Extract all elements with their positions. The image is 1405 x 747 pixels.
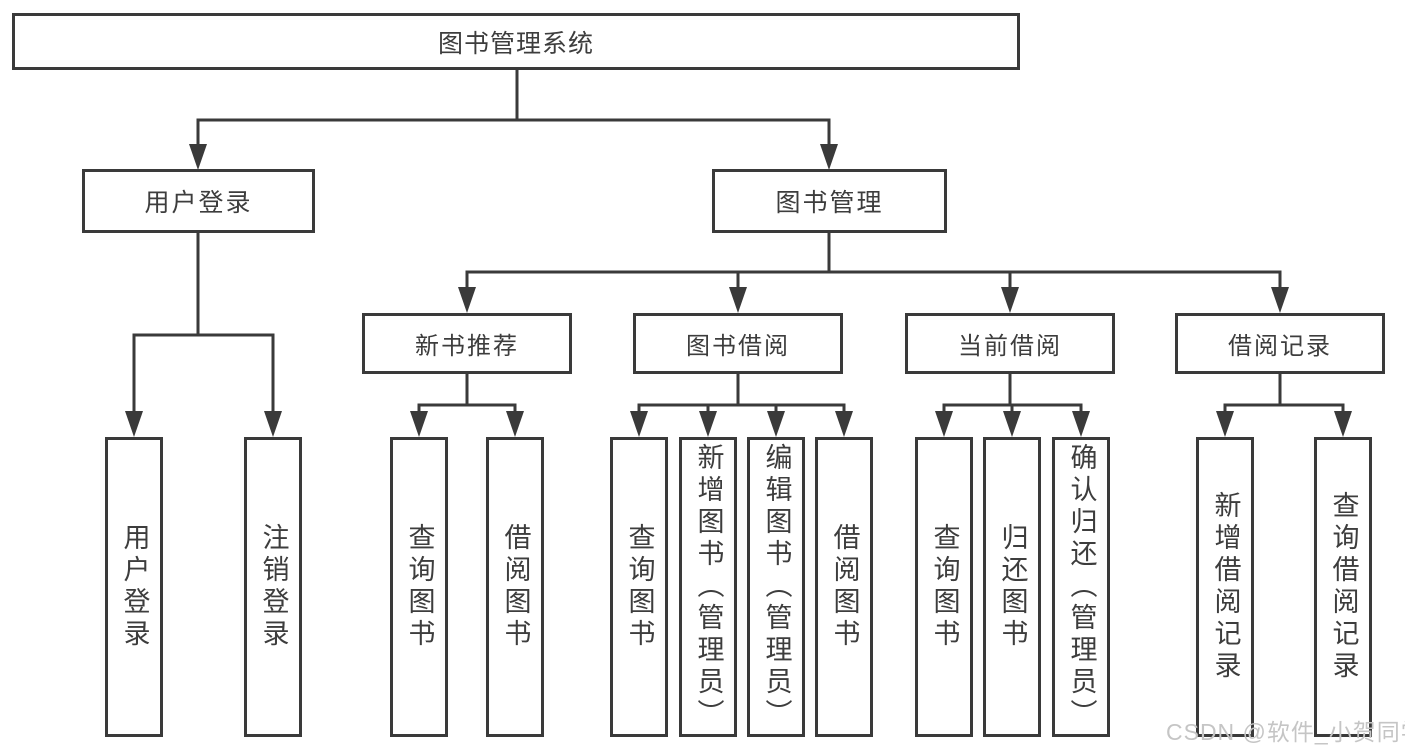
node-label: 编辑图书（管理员） (761, 443, 792, 731)
node-label: 图书管理系统 (437, 29, 594, 58)
node-rec-query-books: 查询图书 (390, 437, 448, 737)
node-current-query-books: 查询图书 (915, 437, 973, 737)
node-label: 归还图书 (997, 523, 1028, 651)
node-current-return-books: 归还图书 (983, 437, 1041, 737)
node-label: 新增借阅记录 (1210, 491, 1241, 683)
node-book-management-system: 图书管理系统 (12, 13, 1020, 70)
node-records-add-borrow-record: 新增借阅记录 (1196, 437, 1254, 737)
node-book-management: 图书管理 (712, 169, 947, 233)
node-label: 借阅记录 (1228, 333, 1332, 360)
node-current-confirm-return-admin: 确认归还（管理员） (1052, 437, 1110, 737)
node-label: 新增图书（管理员） (693, 443, 724, 731)
node-user-login: 用户登录 (82, 169, 315, 233)
node-label: 借阅图书 (500, 523, 531, 651)
node-label: 用户登录 (119, 523, 150, 651)
node-borrow-add-books-admin: 新增图书（管理员） (679, 437, 737, 737)
node-label: 新书推荐 (415, 333, 519, 360)
node-current-borrowing: 当前借阅 (905, 313, 1115, 374)
node-label: 确认归还（管理员） (1066, 443, 1097, 731)
arrowheads (125, 144, 1352, 437)
node-borrow-edit-books-admin: 编辑图书（管理员） (747, 437, 805, 737)
node-label: 借阅图书 (829, 523, 860, 651)
node-borrow-borrow-books: 借阅图书 (815, 437, 873, 737)
node-label: 图书管理 (775, 189, 884, 217)
node-book-borrowing: 图书借阅 (633, 313, 843, 374)
node-label: 查询图书 (929, 523, 960, 651)
node-borrowing-records: 借阅记录 (1175, 313, 1385, 374)
node-label: 查询图书 (404, 523, 435, 651)
node-label: 用户登录 (144, 189, 253, 217)
node-records-query-borrow-record: 查询借阅记录 (1314, 437, 1372, 737)
node-new-book-recommend: 新书推荐 (362, 313, 572, 374)
node-label: 图书借阅 (686, 333, 790, 360)
node-user-login-action: 用户登录 (105, 437, 163, 737)
node-label: 查询图书 (624, 523, 655, 651)
node-logout-action: 注销登录 (244, 437, 302, 737)
node-borrow-query-books: 查询图书 (610, 437, 668, 737)
node-label: 当前借阅 (958, 333, 1062, 360)
node-label: 查询借阅记录 (1328, 491, 1359, 683)
csdn-watermark: CSDN @软件_小贺同学 (1166, 719, 1405, 745)
node-label: 注销登录 (258, 523, 289, 651)
node-rec-borrow-books: 借阅图书 (486, 437, 544, 737)
